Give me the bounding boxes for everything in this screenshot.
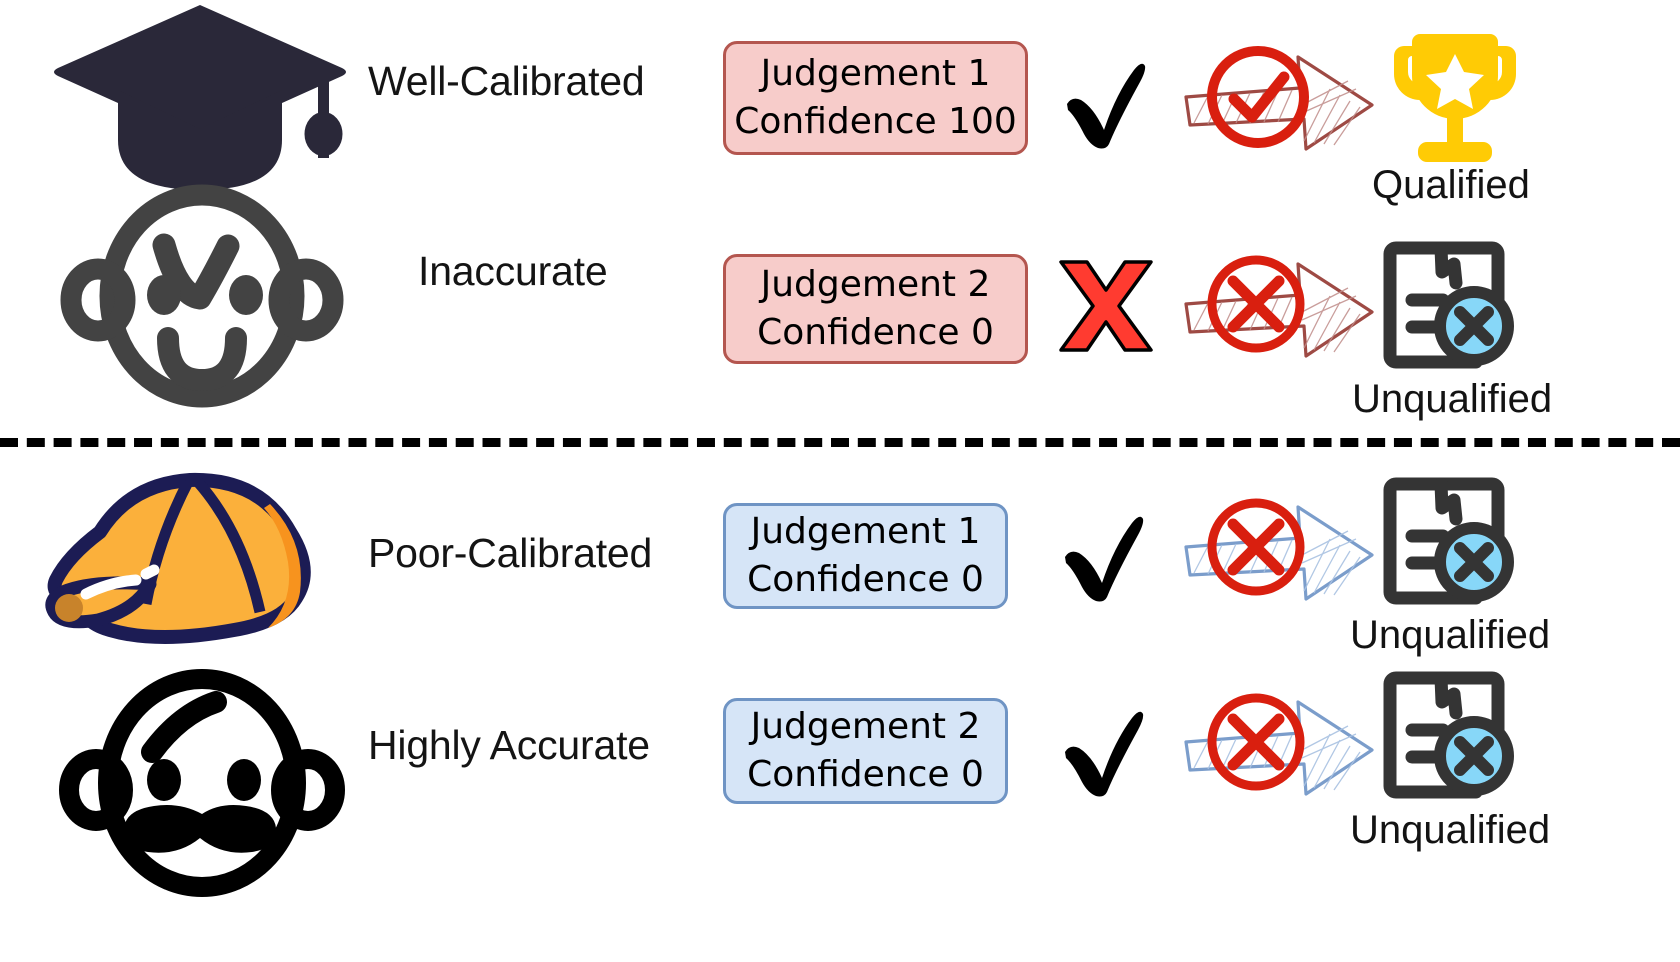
judgement-box-highly-accurate: Judgement 2 Confidence 0 bbox=[723, 698, 1008, 804]
judgement-text: Judgement 2 bbox=[760, 264, 991, 306]
persona-label-inaccurate: Inaccurate bbox=[418, 248, 608, 294]
persona-label-well-calibrated: Well-Calibrated bbox=[368, 58, 645, 104]
black-check-icon bbox=[1060, 700, 1146, 797]
confidence-text: Confidence 100 bbox=[734, 101, 1017, 142]
outcome-label-unqualified-1: Unqualified bbox=[1352, 377, 1553, 421]
judgement-text: Judgement 1 bbox=[760, 53, 991, 95]
persona-label-poor-calibrated: Poor-Calibrated bbox=[368, 530, 653, 576]
judgement-text: Judgement 2 bbox=[750, 706, 981, 748]
judgement-text: Judgement 1 bbox=[750, 511, 981, 553]
rejected-document-icon bbox=[1380, 474, 1516, 610]
graduation-cap-icon bbox=[50, 0, 350, 190]
sketchy-blue-arrow-circle-x-icon bbox=[1180, 690, 1380, 805]
outcome-label-unqualified-3: Unqualified bbox=[1350, 808, 1551, 852]
baseball-cap-icon bbox=[38, 470, 354, 652]
black-check-icon bbox=[1060, 505, 1146, 602]
mustache-face-icon bbox=[56, 669, 348, 897]
sketchy-red-arrow-circle-check-icon bbox=[1180, 45, 1380, 160]
baby-face-icon bbox=[58, 184, 346, 408]
section-divider bbox=[0, 438, 1680, 447]
persona-label-highly-accurate: Highly Accurate bbox=[368, 722, 650, 768]
judgement-box-inaccurate: Judgement 2 Confidence 0 bbox=[723, 254, 1028, 364]
sketchy-blue-arrow-circle-x-icon bbox=[1180, 495, 1380, 610]
confidence-text: Confidence 0 bbox=[747, 754, 984, 795]
rejected-document-icon bbox=[1380, 238, 1516, 374]
judgement-box-well-calibrated: Judgement 1 Confidence 100 bbox=[723, 41, 1028, 155]
outcome-label-unqualified-2: Unqualified bbox=[1350, 613, 1551, 657]
black-check-icon bbox=[1062, 52, 1148, 149]
rejected-document-icon bbox=[1380, 668, 1516, 804]
sketchy-red-arrow-circle-x-icon bbox=[1180, 252, 1380, 367]
trophy-icon bbox=[1390, 28, 1520, 170]
judgement-box-poor-calibrated: Judgement 1 Confidence 0 bbox=[723, 503, 1008, 609]
confidence-text: Confidence 0 bbox=[747, 559, 984, 600]
confidence-text: Confidence 0 bbox=[757, 312, 994, 353]
outcome-label-qualified: Qualified bbox=[1372, 163, 1530, 207]
red-x-icon bbox=[1057, 258, 1155, 354]
